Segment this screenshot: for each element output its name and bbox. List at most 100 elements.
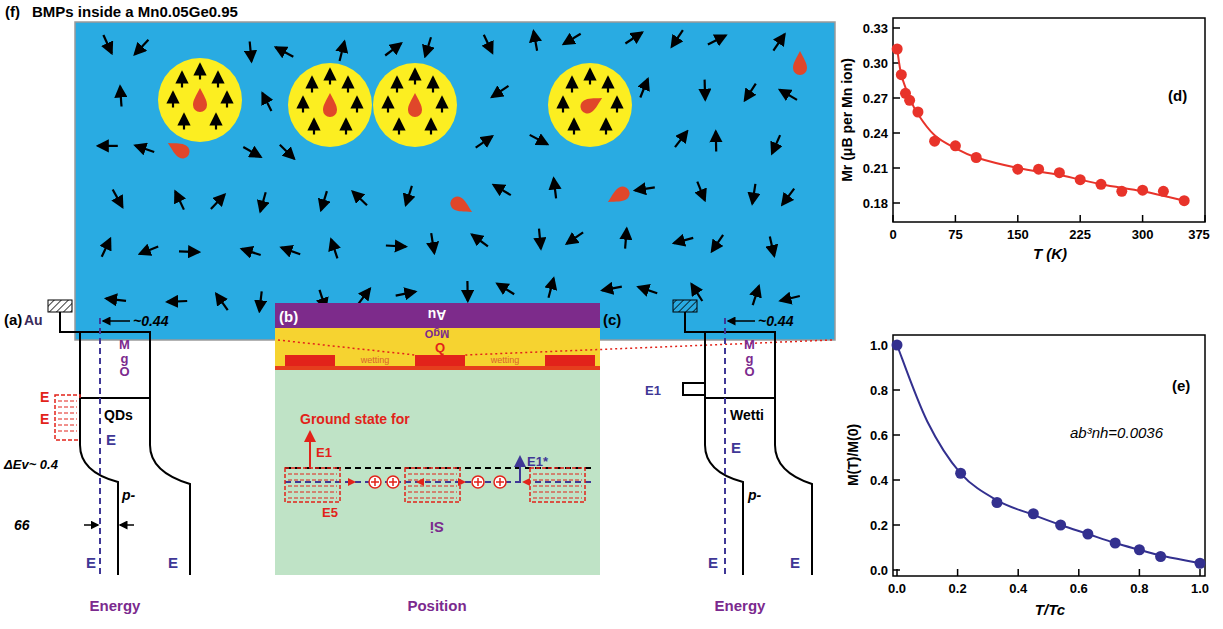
data-point [1096,179,1107,190]
tick-label: 0.4 [1009,582,1027,595]
barrier-box [705,332,775,398]
tick [896,569,898,576]
polaron-circle [288,63,372,147]
metal-hatch [673,300,697,312]
energy-label: E1* [527,455,548,468]
panel-letter: (b) [279,309,298,324]
hop-arrow [416,478,424,486]
tick [1017,215,1019,222]
spin-arrow [431,233,434,253]
tick-label: 0.18 [863,197,888,210]
tick-label: 0.24 [863,127,888,140]
tick [893,434,900,436]
transition-arrow [309,432,311,468]
spin-arrow [396,78,398,93]
zoom-line [465,340,832,355]
quantum-dot [285,355,335,366]
tick-label: 0.2 [949,582,967,595]
tick-label: 0.21 [863,162,888,175]
dimension-label: 66 [14,518,30,532]
spin-arrow [211,195,225,210]
carrier-spin [408,93,422,117]
spin-arrow [697,182,705,201]
hole-symbol [369,476,381,488]
spin-arrow [773,34,784,51]
wetting-well [683,383,705,395]
energy-level [533,480,582,481]
spin-arrow [216,294,228,310]
energy-label: E [731,440,741,455]
spin-arrow [199,65,201,80]
energy-level [533,486,582,487]
spin-arrow [549,278,554,297]
tick-label: 0.0 [888,582,906,595]
dimension-arrow [120,524,134,526]
conduction-band [150,398,190,575]
energy-level [533,498,582,499]
spin-arrow [135,146,154,153]
layer-band: Si [275,370,600,575]
spin-arrow [534,31,538,51]
spin-arrow [345,120,347,135]
energy-label: E1 [645,384,661,397]
spin-arrow [675,131,687,147]
layer-label: Wetti [730,408,764,422]
spin-arrow [302,98,304,113]
tick [893,132,900,134]
polaron-circle [548,63,632,147]
node-text: MgO [425,328,449,339]
spin-arrow [313,120,315,135]
tick [892,215,894,222]
spin-arrow [280,145,294,159]
fit-curve [897,49,1184,201]
spin-arrow [708,35,726,44]
spin-arrow [780,90,797,100]
data-point [1155,551,1166,562]
barrier-box [80,332,150,398]
panel-letter: (f) [5,4,20,19]
spin-arrow [539,229,541,249]
tick-label: 300 [1132,228,1154,241]
data-point [950,140,961,151]
spin-arrow [672,30,683,47]
energy-label: E [40,412,49,426]
panel-letter: (d) [1168,88,1187,103]
spin-arrow [752,184,755,204]
metal-hatch [48,300,72,312]
hole-symbol [371,478,379,486]
tick-label: 225 [1069,228,1091,241]
spin-arrow [385,43,401,55]
chart-e [892,340,1206,577]
energy-level [288,492,337,493]
dimension-arrow [728,320,755,322]
carrier-spin [578,92,606,116]
spin-arrow [625,33,642,44]
tick-label: 0.27 [863,92,888,105]
tick-label: 0.2 [870,519,888,532]
spin-arrow [260,192,265,211]
quantum-dot [545,355,595,366]
tick-label: 0.6 [870,429,888,442]
energy-label: E [790,555,800,570]
state-label: Ground state for [300,412,410,426]
spin-arrow [321,191,327,210]
band-offset: ΔEv~ 0.4 [4,458,58,471]
spin-arrow [250,42,252,62]
spin-arrow [484,35,493,53]
spin-arrow [140,246,159,254]
band-line [685,312,705,332]
spin-arrow [167,300,187,303]
qd-levels [55,395,80,440]
spin-arrow [674,238,693,243]
spin-arrow [745,84,756,101]
data-point [1137,185,1148,196]
layer-label: MgO [743,338,756,379]
data-point [971,152,982,163]
spin-arrow [179,250,199,253]
data-point [1082,529,1093,540]
si-substrate [275,370,600,575]
spin-arrow [602,287,622,291]
spin-arrow [353,192,367,206]
panel-letter: (c) [603,312,621,327]
data-point [1110,538,1121,549]
